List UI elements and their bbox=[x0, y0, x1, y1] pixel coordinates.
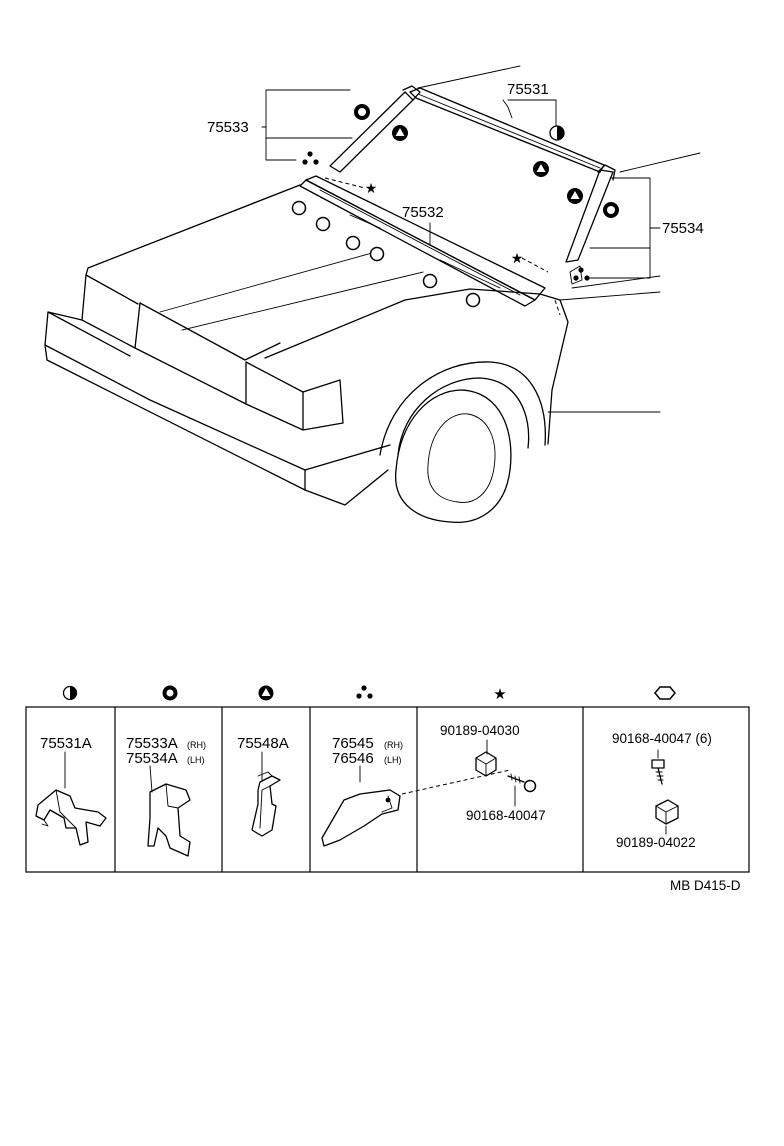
bracket-75531A-drawing bbox=[35, 789, 107, 846]
triangle-circle-icon bbox=[392, 125, 408, 141]
part-75531A: 75531A bbox=[40, 735, 92, 752]
table-symbol-hexagon-icon bbox=[654, 686, 676, 700]
part-76546-lh: (LH) bbox=[384, 755, 402, 765]
triangle-circle-icon bbox=[533, 161, 549, 177]
callout-75531: 75531 bbox=[507, 81, 549, 98]
part-75533A-rh: (RH) bbox=[187, 740, 206, 750]
callout-75533: 75533 bbox=[207, 119, 249, 136]
callout-75532: 75532 bbox=[402, 204, 444, 221]
table-symbol-half-circle-icon bbox=[62, 685, 78, 701]
windshield-mouldings bbox=[299, 85, 616, 316]
parts-table: ★ 75531A 75533A (RH) 75534A (LH) 75548A … bbox=[25, 685, 750, 873]
clip-75548A-drawing bbox=[251, 771, 281, 837]
part-90189-04030: 90189-04030 bbox=[440, 723, 520, 738]
diagram-markers: ★ ★ bbox=[291, 104, 619, 308]
callout-labels: 75531 75533 75532 75534 bbox=[207, 81, 704, 237]
three-dot-icon bbox=[573, 267, 590, 281]
bracket-75533A-drawing bbox=[147, 783, 191, 857]
part-90168-40047-qty6: 90168-40047 (6) bbox=[612, 731, 712, 746]
part-76546: 76546 bbox=[332, 750, 374, 767]
clip-90189-drawing bbox=[655, 799, 679, 825]
three-dot-icon bbox=[302, 151, 319, 165]
star-icon: ★ bbox=[365, 181, 378, 197]
ring-icon bbox=[603, 202, 619, 218]
part-75548A: 75548A bbox=[237, 735, 289, 752]
triangle-circle-icon bbox=[567, 188, 583, 204]
ring-icon bbox=[354, 104, 370, 120]
car-body-outline bbox=[44, 65, 701, 524]
star-icon: ★ bbox=[511, 251, 524, 267]
callout-75534: 75534 bbox=[662, 220, 704, 237]
part-75534A-lh: (LH) bbox=[187, 755, 205, 765]
screw-drawing bbox=[507, 773, 537, 793]
part-76545-rh: (RH) bbox=[384, 740, 403, 750]
part-90189-04022: 90189-04022 bbox=[616, 835, 696, 850]
nut-drawing bbox=[475, 751, 497, 777]
figure-code: MB D415-D bbox=[670, 878, 741, 893]
part-90168-40047: 90168-40047 bbox=[466, 808, 546, 823]
hexagon-icon bbox=[291, 200, 481, 308]
part-76545: 76545 bbox=[332, 735, 374, 752]
part-75533A: 75533A bbox=[126, 735, 178, 752]
table-symbol-star-icon: ★ bbox=[493, 685, 506, 703]
screw-6-drawing bbox=[651, 759, 665, 785]
table-symbol-ring-icon bbox=[162, 685, 178, 701]
table-symbol-three-dot-icon bbox=[356, 685, 373, 699]
part-75534A: 75534A bbox=[126, 750, 178, 767]
table-symbol-triangle-circle-icon bbox=[258, 685, 274, 701]
cowl-bracket-drawing bbox=[321, 789, 401, 847]
half-circle-icon bbox=[549, 125, 565, 141]
leader-lines bbox=[261, 89, 661, 279]
